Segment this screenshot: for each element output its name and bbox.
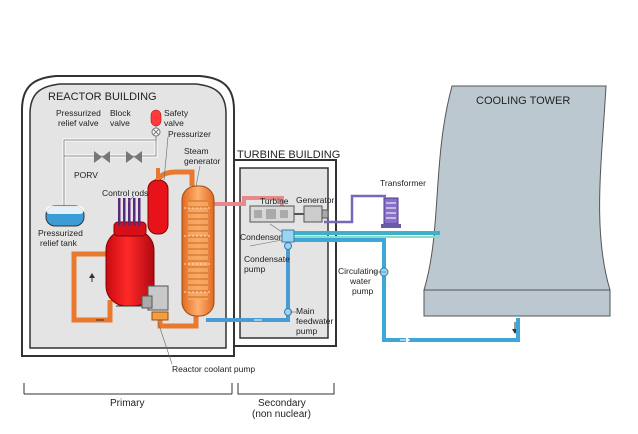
reactor-coolant-pump-icon xyxy=(141,285,169,321)
reactor-vessel xyxy=(105,221,155,307)
pressurizer xyxy=(147,179,169,235)
pressurizer-label: Pressurizer xyxy=(168,129,211,139)
primary-bracket xyxy=(23,383,233,395)
transformer-icon xyxy=(381,197,401,228)
generator-label: Generator xyxy=(296,195,334,205)
reactor-coolant-pump-label: Reactor coolant pump xyxy=(172,364,255,374)
pressurized-relief-tank-label-1: Pressurized xyxy=(38,228,83,238)
main-feedwater-pump-label-1: Main xyxy=(296,306,315,316)
steam-generator-label-2: generator xyxy=(184,156,221,166)
steam-line xyxy=(206,196,284,208)
cooling-tower xyxy=(423,85,611,291)
turbine-icon xyxy=(249,205,295,223)
condensor-icon xyxy=(281,229,295,243)
pressurized-relief-valve-label-1: Pressurized xyxy=(56,108,101,118)
transformer-label: Transformer xyxy=(380,178,426,188)
control-rods-icon xyxy=(118,198,141,226)
porv-label: PORV xyxy=(74,170,98,180)
pressurized-relief-tank xyxy=(45,205,85,227)
condensate-pump-icon xyxy=(284,242,292,250)
porv-valve-icon xyxy=(94,151,110,163)
condensate-pump-label-1: Condensate xyxy=(244,254,290,264)
reactor-building-label: REACTOR BUILDING xyxy=(48,91,157,103)
control-rods-label: Control rods xyxy=(102,188,148,198)
generator-icon xyxy=(303,205,323,223)
block-valve-label-1: Block xyxy=(110,108,132,118)
secondary-label-1: Secondary xyxy=(258,398,306,409)
circulating-water-line xyxy=(294,238,520,342)
secondary-bracket xyxy=(237,383,335,395)
turbine-building-label: TURBINE BUILDING xyxy=(237,149,340,161)
block-valve-icon xyxy=(126,151,142,163)
pressurized-relief-valve-label-2: relief valve xyxy=(58,118,99,128)
power-line xyxy=(324,194,386,224)
primary-loop-cold-leg xyxy=(157,312,199,329)
pressurized-relief-tank-label-2: relief tank xyxy=(40,238,78,248)
steam-generator xyxy=(181,185,215,317)
secondary-label-2: (non nuclear) xyxy=(252,409,311,420)
primary-label: Primary xyxy=(110,398,144,409)
steam-generator-label-1: Steam xyxy=(184,146,209,156)
cooling-tower-base xyxy=(423,289,611,317)
safety-valve-icon xyxy=(150,109,162,127)
condensor-label: Condensor xyxy=(240,232,282,242)
feedwater-line xyxy=(206,244,290,322)
main-feedwater-pump-label-2: feedwater xyxy=(296,316,333,326)
circulating-water-pump-label-1: Circulating xyxy=(338,266,378,276)
circulating-water-pump-label-3: pump xyxy=(352,286,374,296)
block-valve-label-2: valve xyxy=(110,118,130,128)
cooling-tower-label: COOLING TOWER xyxy=(476,95,570,107)
main-feedwater-pump-label-3: pump xyxy=(296,326,318,336)
turbine-building-inner xyxy=(239,167,329,339)
leader-lines xyxy=(127,136,386,365)
turbine-label: Turbine xyxy=(260,196,289,206)
circulating-water-pump-label-2: water xyxy=(349,276,371,286)
safety-valve-label-2: valve xyxy=(164,118,184,128)
condensate-pump-label-2: pump xyxy=(244,264,266,274)
safety-valve-label-1: Safety xyxy=(164,108,189,118)
primary-loop-return xyxy=(71,251,113,323)
